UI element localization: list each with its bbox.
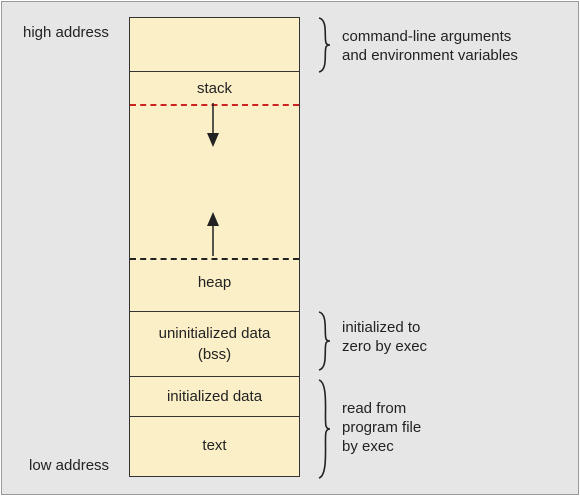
file-note-line2: program file — [342, 419, 422, 436]
file-note-line3: by exec — [342, 438, 394, 455]
high-address-label: high address — [23, 24, 109, 41]
file-note: read from program file by exec — [342, 399, 421, 456]
bss-note-line2: zero by exec — [342, 338, 428, 355]
bss-label-line2: (bss) — [197, 346, 232, 363]
heap-bss-divider — [130, 311, 299, 312]
brace-bss-icon — [318, 311, 331, 371]
initialized-data-label: initialized data — [166, 388, 263, 405]
down-arrow-icon — [207, 103, 219, 147]
brace-args-icon — [318, 17, 331, 73]
memory-layout-column: stack heap uninitialized data (bss) init… — [129, 17, 300, 477]
bss-note-line1: initialized to — [342, 319, 421, 336]
brace-file-icon — [318, 379, 331, 479]
bss-data-divider — [130, 376, 299, 377]
stack-segment: stack — [130, 74, 299, 102]
stack-boundary-line — [130, 104, 299, 106]
heap-boundary-line — [130, 258, 299, 260]
initialized-data-segment: initialized data — [130, 377, 299, 416]
text-label: text — [202, 436, 227, 454]
file-note-line1: read from — [342, 400, 407, 417]
low-address-label: low address — [29, 457, 110, 474]
stack-label: stack — [196, 79, 232, 97]
heap-label: heap — [197, 273, 232, 291]
bss-segment: uninitialized data (bss) — [130, 312, 299, 376]
args-note: command-line arguments and environment v… — [342, 27, 518, 65]
text-segment: text — [130, 417, 299, 473]
data-text-divider — [130, 416, 299, 417]
up-arrow-icon — [207, 212, 219, 256]
bss-note: initialized to zero by exec — [342, 318, 427, 356]
args-env-segment — [130, 18, 299, 71]
heap-segment: heap — [130, 268, 299, 296]
args-note-line2: and environment variables — [342, 47, 518, 64]
args-stack-divider — [130, 71, 299, 72]
args-note-line1: command-line arguments — [342, 28, 512, 45]
bss-label-line1: uninitialized data — [158, 325, 271, 342]
